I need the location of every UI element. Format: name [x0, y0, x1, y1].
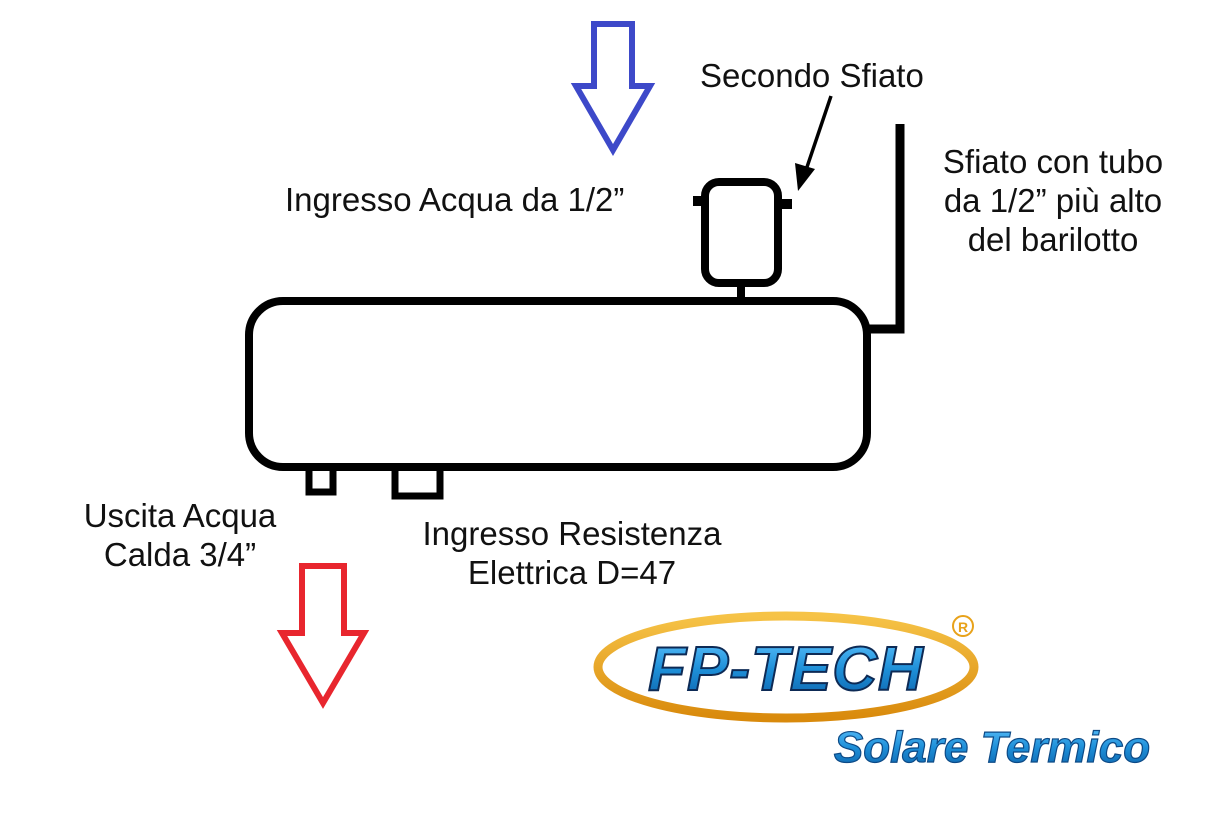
label-uscita-acqua: Uscita Acqua Calda 3/4” — [83, 497, 277, 573]
second-vent-pointer-head — [795, 163, 815, 191]
second-vent-pointer — [804, 95, 833, 171]
outlet-arrow-icon — [276, 563, 370, 709]
logo-tagline: Solare Termico — [834, 723, 1150, 772]
registered-mark: R — [958, 619, 968, 635]
label-sfiato-tubo: Sfiato con tubo da 1/2” più alto del bar… — [942, 143, 1164, 258]
tank-body — [245, 297, 871, 471]
label-ingresso-resistenza: Ingresso Resistenza Elettrica D=47 — [422, 515, 722, 591]
inlet-stub — [693, 196, 705, 206]
second-vent-stub — [778, 199, 792, 209]
registered-mark-ring — [952, 615, 974, 637]
hot-water-outlet-fitting — [305, 469, 337, 496]
heater-inlet-fitting — [391, 469, 444, 500]
logo-ring — [593, 611, 979, 723]
inlet-arrow-icon — [570, 21, 656, 156]
vent-pipe — [867, 124, 905, 334]
logo-brand: FP-TECH — [648, 635, 924, 704]
label-secondo-sfiato: Secondo Sfiato — [700, 57, 924, 94]
label-ingresso-acqua: Ingresso Acqua da 1/2” — [285, 181, 625, 218]
vent-chamber — [701, 178, 782, 287]
